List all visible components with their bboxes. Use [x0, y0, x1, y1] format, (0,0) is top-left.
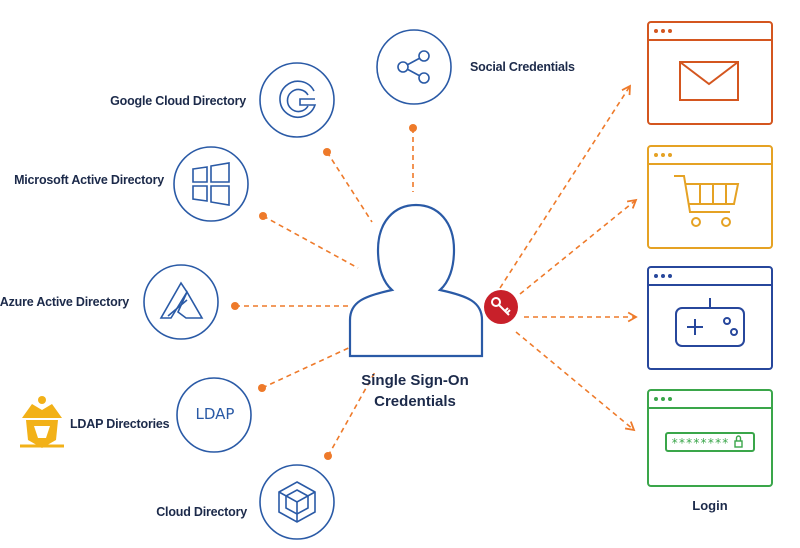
social-circle	[376, 29, 452, 105]
ldap-circle	[176, 377, 252, 453]
mail-icon	[679, 61, 739, 101]
ldap-icon-text: LDAP	[195, 405, 235, 423]
windows-icon	[192, 162, 230, 206]
microsoft-circle	[173, 146, 249, 222]
azure-circle	[143, 264, 219, 340]
cart-icon	[674, 175, 740, 227]
ldap-directories-label: LDAP Directories	[70, 417, 170, 431]
connector-lines	[235, 128, 414, 457]
app-arrows	[499, 84, 638, 432]
microsoft-active-directory-label: Microsoft Active Directory	[14, 173, 164, 187]
center-label: Single Sign-On Credentials	[340, 370, 490, 412]
google-cloud-directory-label: Google Cloud Directory	[110, 94, 246, 108]
cloud-directory-label: Cloud Directory	[156, 505, 247, 519]
cart-window	[647, 145, 773, 249]
gamepad-icon	[675, 298, 745, 347]
user-icon	[348, 203, 484, 358]
password-field	[665, 432, 755, 452]
lock-icon	[734, 435, 743, 448]
azure-active-directory-label: Azure Active Directory	[0, 295, 129, 309]
mail-window	[647, 21, 773, 125]
ldap-logo-icon	[20, 396, 64, 448]
center-label-line2: Credentials	[374, 393, 456, 410]
login-label: Login	[692, 498, 728, 513]
cloud-circle	[259, 464, 335, 540]
key-icon	[484, 290, 518, 324]
share-icon	[397, 50, 430, 84]
login-window	[647, 389, 773, 487]
connector-dots	[231, 124, 417, 460]
azure-icon	[159, 281, 204, 319]
source-circles	[143, 29, 452, 540]
social-credentials-label: Social Credentials	[470, 60, 575, 74]
cloud-directory-icon	[278, 481, 316, 523]
google-circle	[259, 62, 335, 138]
password-mask: ********	[671, 436, 729, 450]
game-window	[647, 266, 773, 370]
center-label-line1: Single Sign-On	[361, 372, 469, 389]
google-icon	[279, 80, 317, 118]
